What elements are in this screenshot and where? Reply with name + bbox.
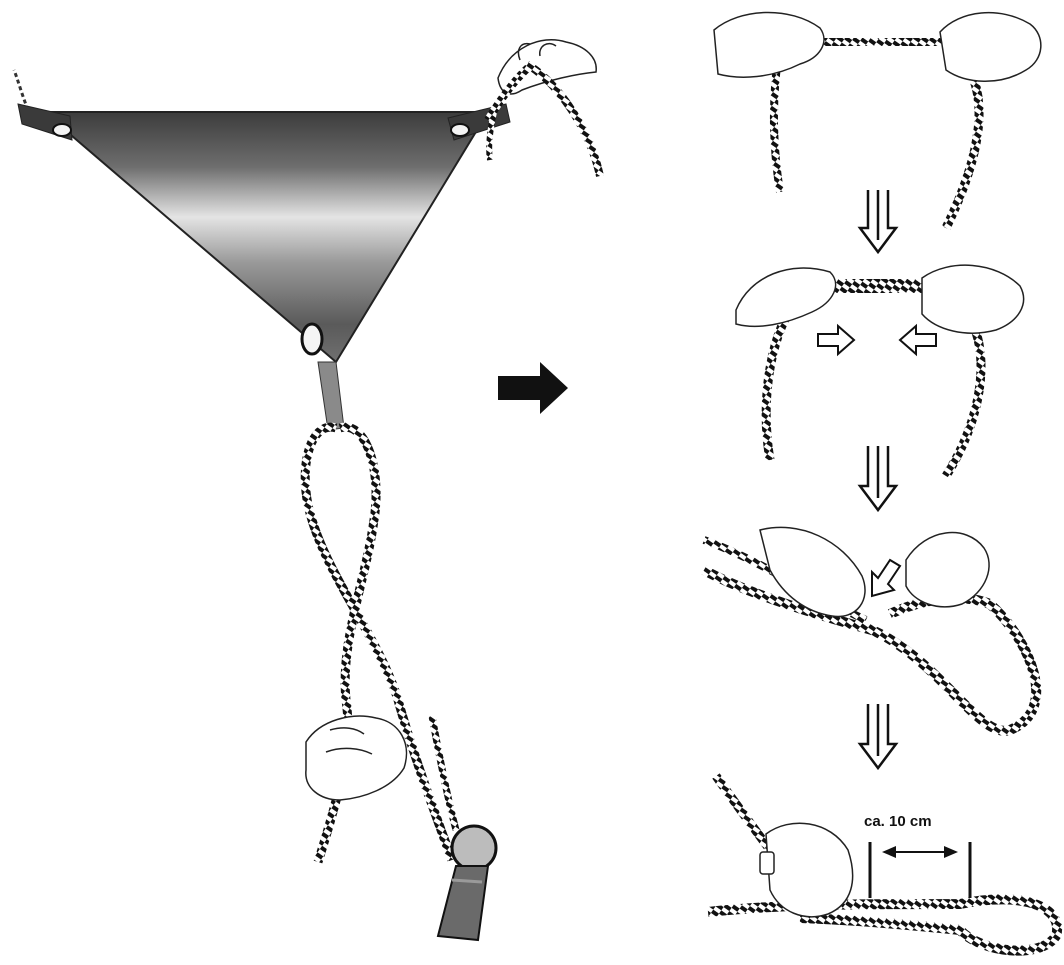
- hand-lower: [306, 716, 407, 800]
- measure-arrowhead-right: [944, 846, 958, 858]
- sheet-bottom-tab: [318, 362, 344, 430]
- measurement-label: ca. 10 cm: [864, 813, 932, 830]
- sheet-assembly: [14, 40, 600, 940]
- double-down-arrow-icon: [860, 190, 896, 252]
- step-2: [736, 265, 1024, 476]
- hollow-arrow-icon: [872, 560, 900, 596]
- rope-thimble: [452, 826, 496, 870]
- rope-end-top-left: [14, 70, 28, 110]
- sleeve-highlight: [452, 880, 482, 882]
- right-arrow-icon: [498, 362, 568, 414]
- grommet-bottom: [302, 324, 322, 354]
- step-3-rope-braid: [704, 570, 1036, 731]
- step-1-hand-left: [714, 12, 824, 77]
- step-4-rope-eye: [708, 899, 1057, 950]
- rope-sleeve: [438, 866, 488, 940]
- grommet-top-right: [451, 124, 469, 136]
- double-down-arrow-icon: [860, 704, 896, 768]
- step-1-rope-right: [946, 56, 979, 228]
- step-2-hand-left: [736, 268, 836, 326]
- triangular-sheet: [44, 112, 488, 362]
- step-1-hand-right: [940, 13, 1041, 82]
- hollow-arrow-icon: [900, 326, 936, 354]
- grommet-top-left: [53, 124, 71, 136]
- rope-top-right-tail: [489, 112, 494, 160]
- step-4: ca. 10 cm: [708, 776, 1057, 951]
- double-down-arrow-icon: [860, 446, 896, 510]
- measure-arrowhead-left: [882, 846, 896, 858]
- step-3: [704, 527, 1036, 730]
- hollow-arrow-icon: [818, 326, 854, 354]
- step-2-hand-right: [922, 265, 1024, 333]
